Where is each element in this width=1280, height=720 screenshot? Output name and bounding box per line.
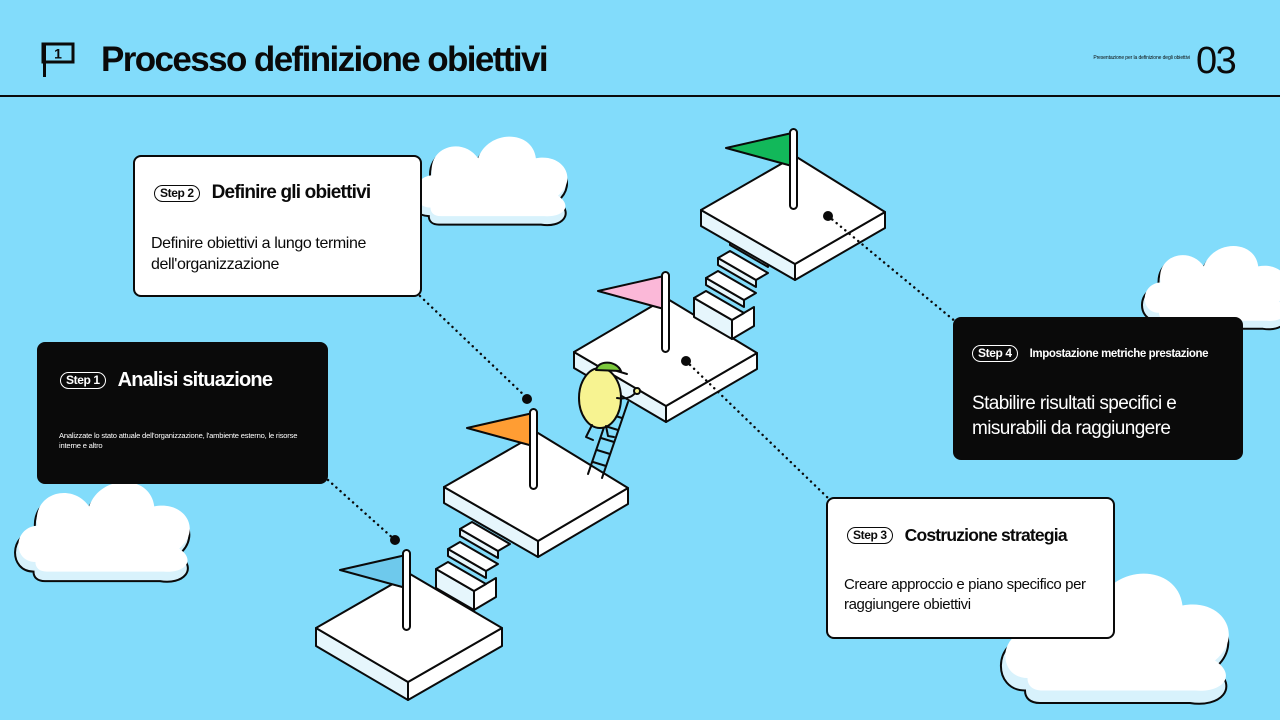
flag-logo-icon: 1: [41, 42, 75, 77]
header-divider: [0, 95, 1280, 97]
step-4-card: Step 4 Impostazione metriche prestazione…: [953, 317, 1243, 460]
flag-step-4: [725, 128, 798, 210]
step-1-title: Analisi situazione: [117, 369, 273, 391]
step-3-badge: Step 3: [847, 527, 893, 544]
step-2-badge: Step 2: [154, 184, 200, 202]
step-3-description: Creare approccio e piano specifico per r…: [844, 576, 1086, 613]
flag-step-2: [466, 408, 538, 490]
step-3-card: Step 3 Costruzione strategia Creare appr…: [826, 497, 1115, 639]
climbing-character: [578, 361, 641, 441]
step-1-card: Step 1 Analisi situazione Analizzate lo …: [37, 342, 328, 484]
page-title: Processo definizione obiettivi: [101, 40, 549, 79]
step-4-title: Impostazione metriche prestazione: [1029, 347, 1209, 360]
cloud-left: [15, 482, 190, 582]
stairs-3-to-4: [693, 237, 769, 340]
presentation-subtitle: Presentazione per la definizione degli o…: [1093, 55, 1190, 61]
flag-step-1: [339, 549, 411, 631]
step-4-badge: Step 4: [972, 345, 1018, 362]
logo-number: 1: [54, 46, 62, 62]
header: 1 Processo definizione obiettivi Present…: [0, 0, 1280, 97]
step-1-badge: Step 1: [60, 372, 106, 389]
page-number: 03: [1196, 40, 1237, 82]
platform-step-4: [700, 155, 886, 281]
cloud-upper-center: [410, 134, 570, 227]
step-2-description: Definire obiettivi a lungo termine dell'…: [151, 235, 366, 273]
step-3-title: Costruzione strategia: [904, 525, 1068, 545]
flag-step-3: [597, 271, 670, 353]
stairs-1-to-2: [435, 508, 511, 611]
step-2-card: Step 2 Definire gli obiettivi Definire o…: [133, 155, 422, 297]
step-2-title: Definire gli obiettivi: [211, 182, 372, 203]
step-4-description: Stabilire risultati specifici e misurabi…: [972, 393, 1177, 439]
step-1-description: Analizzate lo stato attuale dell'organiz…: [59, 431, 298, 450]
connector-lines: [326, 214, 958, 542]
connector-dots: [390, 211, 833, 545]
